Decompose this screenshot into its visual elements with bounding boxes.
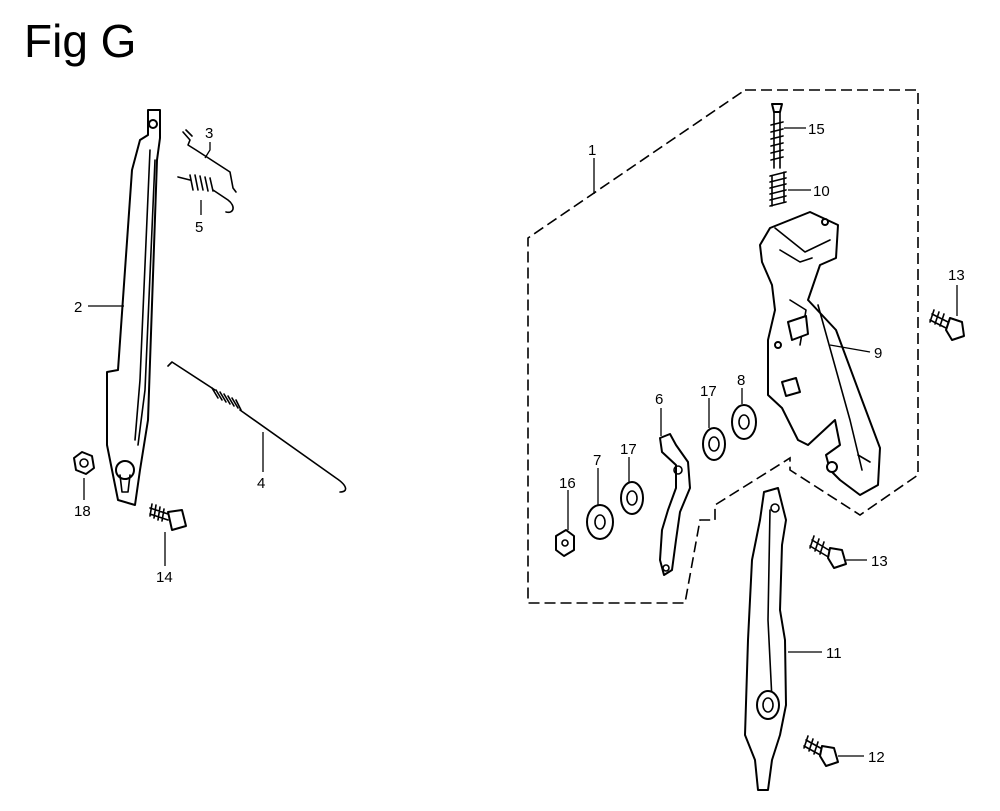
part-17-washer-left [620,481,644,515]
part-10-spring [769,171,787,207]
callout-2: 2 [74,299,82,316]
part-18-nut [73,451,95,475]
figure-title: Fig G [24,15,137,67]
callout-10: 10 [813,183,830,200]
part-5-coil-spring [177,174,234,214]
part-8-washer [731,404,757,440]
callout-16: 16 [559,475,576,492]
part-13-bolt-lower [809,535,847,569]
callout-14: 14 [156,569,173,586]
part-2-governor-arm [106,109,161,506]
callout-1: 1 [588,142,596,159]
callout-labels: 1 2 3 4 5 6 7 8 9 10 11 12 13 13 14 15 1… [74,121,965,766]
callout-4: 4 [257,475,265,492]
part-9-control-bracket [759,211,881,496]
part-11-lever-arm [744,487,787,791]
callout-11: 11 [826,645,842,662]
callout-5: 5 [195,219,203,236]
part-6-lever [659,433,691,576]
callout-15: 15 [808,121,825,138]
part-15-long-bolt [770,103,784,169]
callout-18: 18 [74,503,91,520]
callout-3: 3 [205,125,213,142]
part-13-bolt-upper [929,309,965,341]
part-16-nut [555,529,575,557]
callout-8: 8 [737,372,745,389]
leader-lines [83,127,958,757]
callout-17-right: 17 [700,383,717,400]
callout-9: 9 [874,345,882,362]
part-14-bolt [149,503,187,531]
part-7-washer [586,504,614,540]
callout-13-lower: 13 [871,553,888,570]
callout-13-upper: 13 [948,267,965,284]
part-4-spring-rod [167,361,347,493]
callout-6: 6 [655,391,663,408]
callout-12: 12 [868,749,885,766]
part-12-bolt [803,735,839,767]
callout-17-left: 17 [620,441,637,458]
callout-7: 7 [593,452,601,469]
part-17-washer-right [702,427,726,461]
part-3-wire-spring [182,129,237,193]
